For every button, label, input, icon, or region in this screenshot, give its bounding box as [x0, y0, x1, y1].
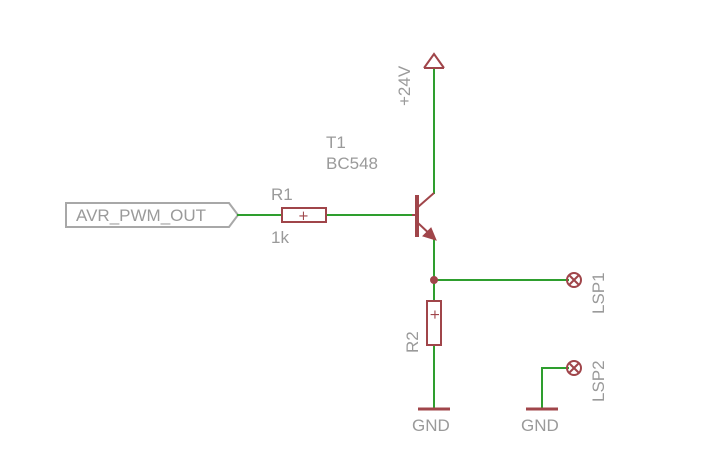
wire-lsp2-gnd	[541, 367, 569, 409]
supply-label: +24V	[395, 65, 414, 106]
port-avr-pwm-out[interactable]: AVR_PWM_OUT	[65, 202, 240, 228]
r2-name: R2	[403, 331, 422, 353]
r1-polarity-mark: +	[298, 209, 309, 224]
pad-x-icon[interactable]	[566, 360, 582, 376]
ground2-label: GND	[521, 416, 559, 435]
resistor-r2[interactable]: +	[426, 300, 443, 346]
t1-value: BC548	[326, 154, 378, 173]
transistor-t1[interactable]	[412, 192, 437, 241]
r1-value: 1k	[271, 228, 289, 247]
r2-polarity-mark: +	[428, 309, 443, 320]
ground1-label: GND	[412, 416, 450, 435]
t1-name: T1	[326, 133, 346, 152]
junction-dot	[430, 276, 438, 284]
port-label: AVR_PWM_OUT	[76, 206, 206, 225]
r1-name: R1	[271, 185, 293, 204]
lsp2-name: LSP2	[589, 360, 608, 402]
pad-x-icon[interactable]	[566, 272, 582, 288]
supply-arrow-icon[interactable]	[423, 52, 445, 69]
lsp1-name: LSP1	[589, 272, 608, 314]
resistor-r1[interactable]: +	[281, 207, 327, 224]
emitter-arrow-icon	[422, 227, 437, 241]
